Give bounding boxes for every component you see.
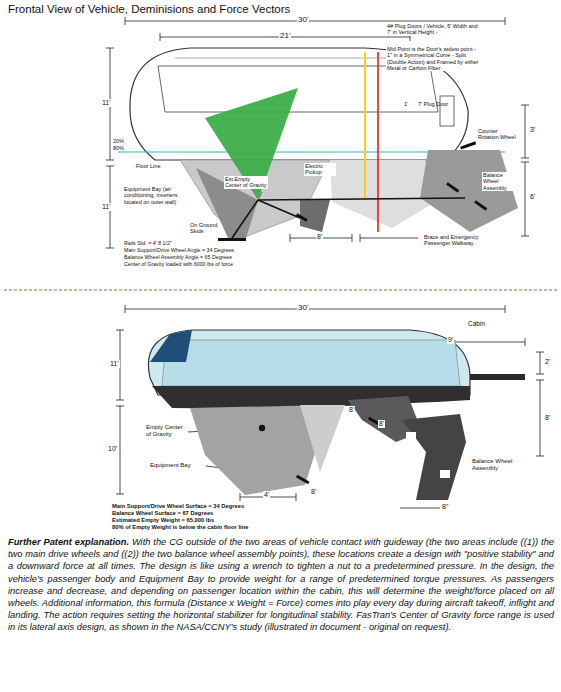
- callout-label: Est.Empty Center of Gravity: [224, 176, 268, 189]
- title: Frontal View of Vehicle, Deminisions and…: [8, 3, 290, 15]
- callout-label: 4# Plug Doors / Vehicle, 5' Width and 7'…: [386, 23, 483, 36]
- callout-label: Mid Point is the Door's widest point - 1…: [386, 46, 483, 71]
- callout-label: Equipment Bay (air conditioning, inverte…: [124, 186, 186, 205]
- callout-label: Balance Wheel Assembly: [472, 458, 520, 472]
- callout-label: 30': [297, 15, 309, 24]
- callout-label: Balance Wheel Assembly: [482, 172, 518, 191]
- callout-label: 4': [263, 491, 270, 499]
- callout-label: 3': [530, 126, 535, 134]
- callout-label: Balance Wheel Surface = 67 Degrees: [112, 510, 213, 517]
- caption-part: Further Patent explanation.: [8, 537, 129, 547]
- callout-label: Cabin: [468, 320, 485, 327]
- callout-label: 8': [378, 420, 385, 428]
- callout-label: Counter Rotation Wheel: [478, 128, 516, 141]
- callout-label: 1': [403, 101, 409, 107]
- callout-label: 80% of Empty Weight is below the cabin f…: [112, 524, 248, 531]
- callout-label: Estimated Empty Weight = 65,000 lbs: [112, 517, 214, 524]
- callout-label: 11': [101, 203, 112, 211]
- callout-label: 8': [310, 488, 317, 496]
- callout-label: 9': [447, 336, 454, 344]
- callout-label: 8': [545, 414, 550, 422]
- callout-label: 21': [279, 31, 291, 40]
- callout-label: Floor Line: [136, 163, 160, 169]
- caption: Further Patent explanation. With the CG …: [8, 536, 554, 634]
- callout-label: Main Support/Drive Wheel Surface = 34 De…: [112, 503, 244, 510]
- callout-label: On Ground Skids: [190, 222, 226, 235]
- callout-label: 10': [107, 445, 118, 453]
- callout-label: 8': [348, 406, 355, 414]
- callout-label: Center of Gravity loaded with 6000 lbs o…: [124, 261, 233, 267]
- callout-label: Brace and Emergency Passenger Walkway: [424, 234, 496, 247]
- callout-label: Electric Pickup: [304, 163, 336, 176]
- callout-label: 30': [297, 303, 309, 312]
- callout-label: Rails Std. = 4' 8 1/2": [124, 240, 172, 246]
- callout-label: 20%: [113, 138, 124, 144]
- callout-label: 11': [109, 360, 120, 368]
- callout-label: Balance Wheel Assembly Angle = 65 Degree…: [124, 254, 232, 260]
- callout-label: Empty Center of Gravity: [146, 424, 188, 438]
- callout-label: 7' Plug Door: [418, 101, 448, 107]
- callout-label: 8': [316, 233, 323, 241]
- callout-label: 80%: [113, 145, 124, 151]
- callout-label: 2': [545, 358, 550, 366]
- caption-part: With the CG outside of the two areas of …: [8, 537, 554, 632]
- callout-label: 8": [442, 503, 448, 511]
- callout-label: 6': [530, 193, 535, 201]
- callout-label: 11': [101, 99, 112, 107]
- callout-label: Equipment Bay: [150, 462, 206, 469]
- callout-label: Main Support/Drive Wheel Angle = 34 Degr…: [124, 247, 234, 253]
